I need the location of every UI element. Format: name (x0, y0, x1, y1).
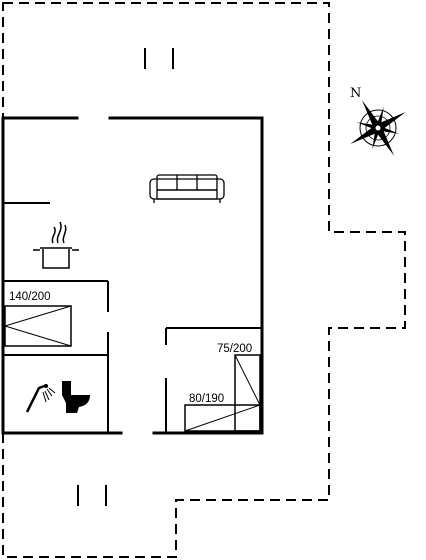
sofa-icon (149, 174, 225, 203)
compass-north-label: N (350, 86, 361, 101)
bed-80-190-label: 80/190 (189, 393, 224, 405)
bed-140-200-label: 140/200 (9, 291, 51, 303)
interior-walls (3, 202, 262, 433)
cooking-pot-icon (33, 221, 79, 269)
bed-140-200: 140/200 (4, 291, 72, 347)
door-markers (77, 48, 174, 506)
bed-80-190: 80/190 (184, 393, 261, 432)
compass-rose-icon (350, 100, 406, 156)
bed-75-200-label: 75/200 (217, 343, 252, 355)
shower-icon (25, 383, 56, 413)
outer-boundary-dashed (2, 2, 406, 558)
toilet-icon (62, 381, 90, 413)
house-walls (1, 116, 264, 435)
